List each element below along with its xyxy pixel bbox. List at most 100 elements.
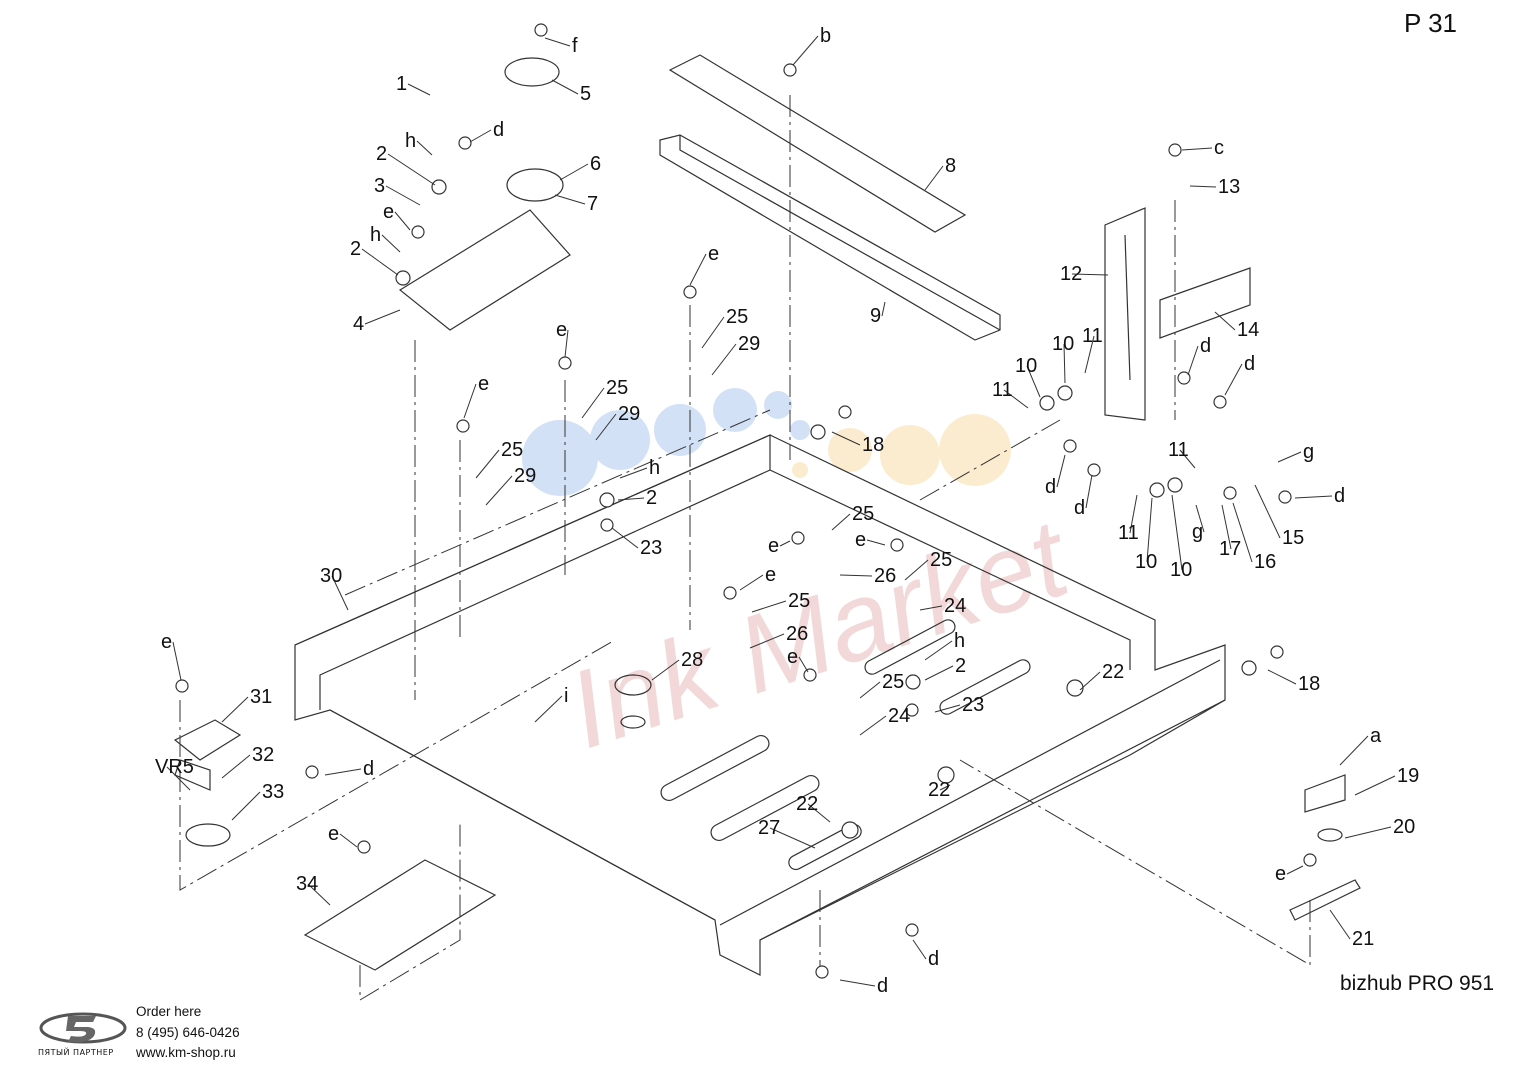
screw-e (723, 586, 737, 600)
screw-e (456, 419, 470, 433)
roller-10 (1167, 477, 1183, 493)
leader-line (1344, 826, 1392, 839)
callout-label: d (1045, 476, 1056, 498)
leader-line (475, 449, 500, 479)
roller-10 (1039, 395, 1055, 411)
leader-line (394, 211, 411, 231)
leader-line (619, 467, 648, 479)
callout-label: 29 (618, 403, 640, 425)
leader-line (739, 574, 764, 591)
callout-label: 1 (396, 73, 407, 95)
leader-line (711, 343, 737, 376)
callout-label: h (954, 630, 965, 652)
callout-label: b (820, 25, 831, 47)
callout-label: 5 (580, 83, 591, 105)
leader-line (361, 248, 399, 276)
leader-line (1085, 474, 1093, 509)
leader-line (387, 153, 436, 186)
leader-line (1221, 504, 1232, 550)
order-url[interactable]: www.km-shop.ru (136, 1045, 236, 1060)
leader-line (221, 696, 249, 723)
leader-line (779, 540, 791, 547)
screw-e (411, 225, 425, 239)
leader-line (1267, 669, 1297, 685)
leader-line (534, 695, 563, 723)
leader-line (912, 939, 927, 960)
gear-2 (431, 179, 447, 195)
screw-f (534, 23, 548, 37)
callout-label: 25 (788, 590, 810, 612)
callout-label: 31 (250, 686, 272, 708)
leader-line (1277, 451, 1302, 463)
leader-line (1056, 454, 1066, 488)
leader-line (701, 316, 725, 349)
watermark-dot (880, 425, 940, 485)
collar-23 (905, 703, 919, 717)
callout-label: 29 (738, 333, 760, 355)
leader-line (939, 784, 951, 791)
leader-line (172, 641, 182, 681)
callout-label: 11 (1168, 439, 1189, 461)
callout-label: 10 (1015, 355, 1037, 377)
callout-label: 13 (1218, 176, 1240, 198)
callout-label: 24 (944, 595, 966, 617)
callout-label: 23 (640, 537, 662, 559)
callout-label: 2 (646, 487, 657, 509)
leader-line (463, 383, 477, 419)
callout-label: d (1074, 497, 1085, 519)
screw-e (791, 531, 805, 545)
bracket-part-31 (173, 719, 242, 791)
order-label: Order here (136, 1004, 202, 1019)
callout-label: e (1275, 863, 1286, 885)
screw-d (1213, 395, 1227, 409)
leader-line (798, 656, 809, 673)
screw-d (458, 136, 472, 150)
leader-line (839, 979, 876, 987)
leader-line (166, 766, 191, 791)
callout-label: 25 (606, 377, 628, 399)
leader-line (1354, 775, 1396, 796)
gear-part-33 (185, 823, 231, 847)
leader-line (385, 185, 421, 206)
callout-label: 8 (945, 155, 956, 177)
leader-line (231, 791, 261, 821)
callout-label: d (493, 119, 504, 141)
footer-contact: ПЯТЫЙ ПАРТНЕР Order here 8 (495) 646-042… (38, 1000, 298, 1066)
callout-label: 15 (1282, 527, 1304, 549)
guide-line (959, 759, 1311, 966)
watermark-dot (590, 410, 650, 470)
leader-line (611, 527, 639, 549)
roller-10 (1149, 482, 1165, 498)
leader-line (769, 827, 816, 849)
callout-label: e (855, 529, 866, 551)
callout-label: 18 (1298, 673, 1320, 695)
model-name: bizhub PRO 951 (1340, 972, 1495, 995)
leader-line (881, 301, 886, 317)
leader-line (1071, 273, 1109, 276)
callout-label: 20 (1393, 816, 1415, 838)
callout-label: e (787, 646, 798, 668)
leader-line (1187, 345, 1199, 376)
leader-line (1063, 343, 1066, 384)
leader-line (1189, 185, 1217, 188)
leader-line (307, 883, 331, 906)
callout-label: e (765, 564, 776, 586)
collar-16 (1223, 486, 1237, 500)
screw-b (783, 63, 797, 77)
callout-label: e (708, 243, 719, 265)
leader-line (469, 129, 492, 143)
callout-label: 28 (681, 649, 703, 671)
callout-label: c (1214, 137, 1224, 159)
callout-label: f (572, 35, 578, 57)
guide-lines (179, 95, 1311, 1001)
leader-line (581, 387, 605, 419)
callout-label: 7 (587, 193, 598, 215)
page-number: P 31 (1404, 8, 1458, 38)
chassis-front-wall (329, 659, 1226, 941)
leader-line (1026, 365, 1041, 398)
leader-line (651, 659, 680, 681)
screw-18 (1270, 645, 1284, 659)
gear-2 (905, 674, 921, 690)
watermark-dot (764, 391, 792, 419)
leader-line (339, 833, 358, 848)
